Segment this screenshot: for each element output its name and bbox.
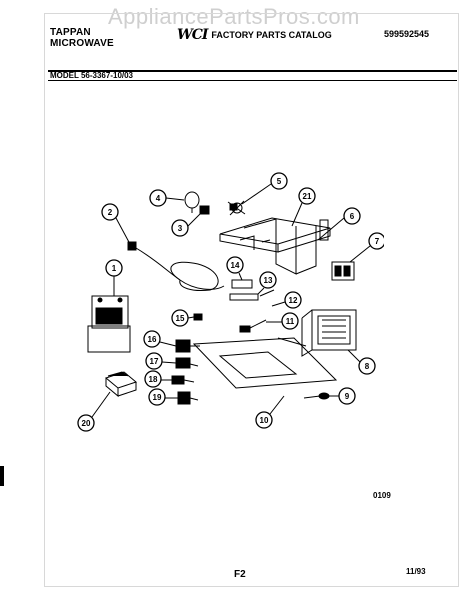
callout-7-label: 7: [375, 237, 380, 246]
callout-2: [101, 203, 119, 221]
callout-18-label: 18: [149, 375, 158, 384]
callout-21: [298, 187, 316, 205]
callout-6-label: 6: [350, 212, 355, 221]
callout-11-label: 11: [286, 317, 295, 326]
header-rule-top: [48, 70, 457, 72]
brand-line-1: TAPPAN: [50, 27, 91, 38]
callout-5: [270, 172, 288, 190]
model-number: MODEL 56-3367-10/03: [50, 71, 134, 80]
callout-17: [145, 352, 163, 370]
callout-labels: 1 2 3 4 5 6 7: [77, 172, 384, 432]
callout-20-label: 20: [82, 419, 91, 428]
callout-21-label: 21: [303, 192, 312, 201]
switch-3: [171, 375, 185, 385]
callout-13: [259, 271, 277, 289]
switch-1: [175, 339, 191, 353]
capacitor: [231, 279, 253, 289]
switch-2: [175, 357, 191, 369]
callout-7: [368, 232, 384, 250]
callout-17-label: 17: [150, 357, 159, 366]
magnetron: [91, 295, 129, 329]
callout-12-label: 12: [289, 296, 298, 305]
header-rule-bottom: [48, 80, 457, 81]
callout-11: [281, 312, 299, 330]
callout-6: [343, 207, 361, 225]
catalog-title: FACTORY PARTS CATALOG: [211, 30, 332, 40]
cord-plug: [127, 241, 137, 251]
callout-5-label: 5: [277, 177, 282, 186]
callout-8: [358, 357, 376, 375]
callout-1-label: 1: [112, 264, 117, 273]
callout-2-label: 2: [108, 208, 113, 217]
diagram-artwork: [87, 191, 357, 405]
callout-16: [143, 330, 161, 348]
publication-number: 599592545: [384, 29, 430, 39]
callout-14-label: 14: [231, 261, 240, 270]
exploded-parts-diagram: 1 2 3 4 5 6 7: [77, 172, 384, 432]
watermark: AppliancePartsPros.com: [108, 4, 360, 29]
callout-20: [77, 414, 95, 432]
page-frame: [44, 13, 459, 587]
callout-13-label: 13: [264, 276, 273, 285]
base-plate: [192, 337, 338, 389]
callout-16-label: 16: [148, 335, 157, 344]
magnetron-base: [87, 325, 131, 353]
catalog-header: WCI FACTORY PARTS CATALOG: [177, 27, 332, 43]
brand-block: TAPPAN MICROWAVE: [50, 27, 114, 49]
callout-19-label: 19: [153, 393, 162, 402]
lamp-bulb: [184, 191, 200, 209]
transformer: [311, 309, 357, 351]
scan-edge-mark: [0, 466, 4, 486]
callout-4-label: 4: [156, 194, 161, 203]
brand-line-2: MICROWAVE: [50, 38, 114, 49]
wci-logo: WCI: [177, 27, 208, 43]
callout-9-label: 9: [345, 392, 350, 401]
callout-10-label: 10: [260, 416, 269, 425]
support-bracket: [219, 217, 331, 245]
callout-18: [144, 370, 162, 388]
callout-19: [148, 388, 166, 406]
callout-15-label: 15: [176, 314, 185, 323]
callout-8-label: 8: [365, 362, 370, 371]
callout-10: [255, 411, 273, 429]
callout-14: [226, 256, 244, 274]
diagram-code: 0109: [373, 491, 391, 500]
terminal-block: [331, 261, 355, 281]
lamp-socket: [199, 205, 210, 215]
fuse-holder: [239, 325, 251, 333]
page-code: F2: [234, 569, 246, 580]
callout-3: [171, 219, 189, 237]
diode: [318, 392, 330, 400]
revision-date: 11/93: [406, 567, 426, 576]
callout-12: [284, 291, 302, 309]
callout-3-label: 3: [178, 224, 183, 233]
switch-4: [177, 391, 191, 405]
